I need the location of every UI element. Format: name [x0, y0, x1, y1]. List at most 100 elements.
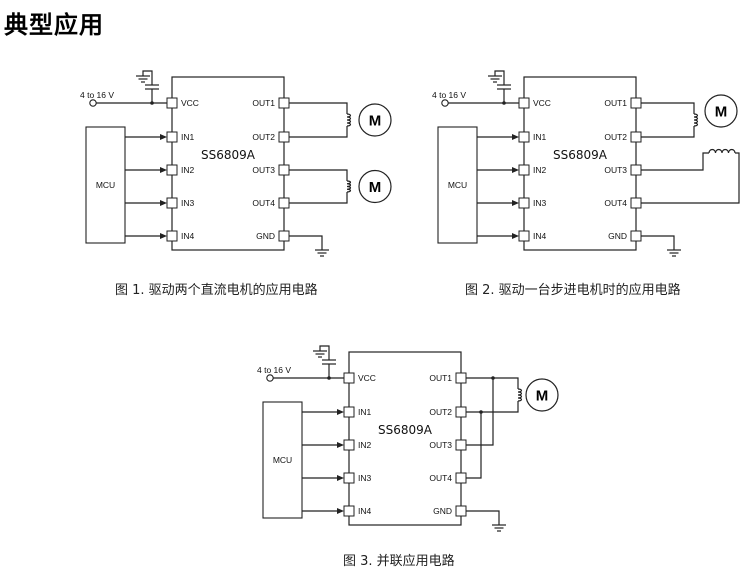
pin-out4 [455, 472, 467, 484]
motor-wire [466, 377, 519, 389]
ground-icon [667, 249, 681, 257]
motor-label: M [536, 388, 549, 405]
motor-label: M [369, 179, 382, 196]
pin-out3 [455, 439, 467, 451]
figure-2-caption: 图 2. 驱动一台步进电机时的应用电路 [465, 283, 681, 298]
pin-label-out1: OUT1 [429, 373, 452, 383]
arrow-icon [337, 442, 344, 448]
motor-wire [641, 152, 740, 204]
gnd-wire [466, 510, 500, 525]
pin-label-gnd: GND [608, 231, 627, 241]
motor-coil [346, 180, 352, 193]
pin-label-in2: IN2 [358, 440, 372, 450]
mcu-box [85, 126, 126, 244]
figure-2-circuit: SS6809AVCCIN1IN2IN3IN4OUT1OUT2OUT3OUT4GN… [432, 70, 740, 257]
figure-3-circuit: SS6809AVCCIN1IN2IN3IN4OUT1OUT2OUT3OUT4GN… [257, 345, 559, 532]
supply-voltage-label: 4 to 16 V [432, 90, 466, 100]
pin-out2 [630, 131, 642, 143]
motor-circle [525, 378, 559, 412]
pin-label-out4: OUT4 [429, 473, 452, 483]
pin-in2 [166, 164, 178, 176]
supply-voltage-label: 4 to 16 V [257, 365, 291, 375]
arrow-icon [160, 167, 167, 173]
pin-in2 [518, 164, 530, 176]
motor-coil [708, 148, 736, 154]
motor-wire [641, 152, 709, 171]
motor-circle [704, 94, 738, 128]
figure-1-caption: 图 1. 驱动两个直流电机的应用电路 [115, 283, 318, 298]
motor-coil [517, 388, 523, 402]
pin-out2 [455, 406, 467, 418]
pin-out4 [278, 197, 290, 209]
pin-label-in1: IN1 [181, 132, 195, 142]
arrow-icon [160, 233, 167, 239]
pin-label-out3: OUT3 [604, 165, 627, 175]
arrow-icon [160, 134, 167, 140]
pin-in4 [166, 230, 178, 242]
mcu-box [437, 126, 478, 244]
chip-name: SS6809A [201, 148, 256, 162]
pin-label-in3: IN3 [358, 473, 372, 483]
pin-vcc [166, 97, 178, 109]
pin-out1 [630, 97, 642, 109]
chip-name: SS6809A [553, 148, 608, 162]
motor-wire [289, 102, 348, 114]
mcu-box [262, 401, 303, 519]
ground-icon [492, 524, 506, 532]
motor-circle [358, 103, 392, 137]
motor-icon: M [358, 169, 392, 204]
ground-icon [136, 75, 150, 83]
ground-icon [315, 249, 329, 257]
motor-label: M [715, 104, 728, 121]
pin-label-in3: IN3 [181, 198, 195, 208]
pin-in1 [518, 131, 530, 143]
pin-label-in4: IN4 [358, 506, 372, 516]
pin-in3 [343, 472, 355, 484]
pin-label-in2: IN2 [533, 165, 547, 175]
pin-gnd [455, 505, 467, 517]
junction-dot [491, 376, 495, 380]
motor-icon: M [525, 378, 559, 412]
pin-vcc [343, 372, 355, 384]
motor-wire [289, 192, 348, 204]
pin-label-out4: OUT4 [604, 198, 627, 208]
mcu-label: MCU [273, 455, 292, 465]
pin-gnd [630, 230, 642, 242]
cap-ground-wire [319, 345, 330, 360]
parallel-wire [466, 412, 482, 479]
pin-in3 [518, 197, 530, 209]
chip-body [523, 76, 637, 251]
motor-coil [693, 113, 699, 127]
pin-label-out4: OUT4 [252, 198, 275, 208]
motor-wire [466, 401, 519, 413]
supply-terminal [266, 374, 274, 382]
supply-terminal [89, 99, 97, 107]
mcu-label: MCU [448, 180, 467, 190]
motor-wire [641, 126, 695, 138]
pin-in4 [343, 505, 355, 517]
parallel-wire [466, 378, 494, 446]
pin-label-in1: IN1 [358, 407, 372, 417]
pin-label-out3: OUT3 [252, 165, 275, 175]
gnd-wire [289, 235, 323, 250]
cap-ground-wire [494, 70, 505, 85]
pin-label-out1: OUT1 [252, 98, 275, 108]
chip-body [171, 76, 285, 251]
pin-in4 [518, 230, 530, 242]
pin-out3 [630, 164, 642, 176]
motor-wire [641, 102, 695, 114]
arrow-icon [160, 200, 167, 206]
pin-label-vcc: VCC [181, 98, 199, 108]
pin-label-vcc: VCC [358, 373, 376, 383]
pin-in1 [166, 131, 178, 143]
pin-label-in4: IN4 [533, 231, 547, 241]
arrow-icon [512, 200, 519, 206]
pin-label-in2: IN2 [181, 165, 195, 175]
pin-out2 [278, 131, 290, 143]
arrow-icon [512, 134, 519, 140]
pin-in1 [343, 406, 355, 418]
arrow-icon [337, 475, 344, 481]
pin-label-gnd: GND [433, 506, 452, 516]
mcu-label: MCU [96, 180, 115, 190]
